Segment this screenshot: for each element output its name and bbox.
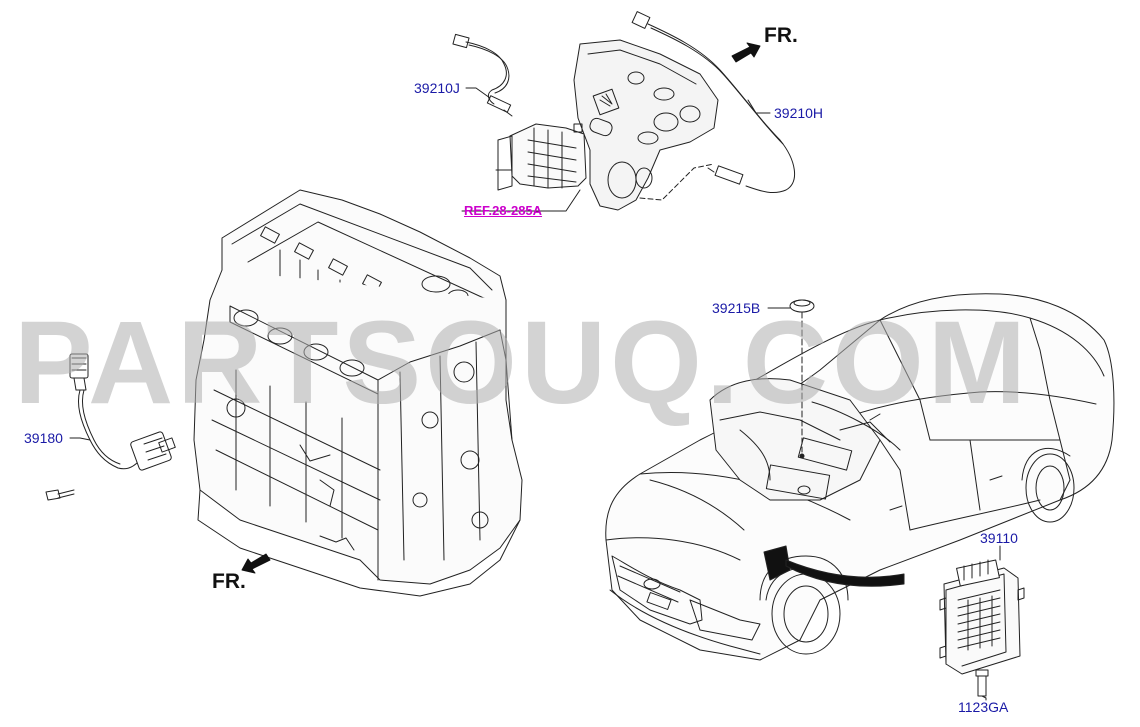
car-drawing [605, 293, 1115, 661]
part-label-39210J[interactable]: 39210J [414, 80, 460, 96]
oxygen-sensor-upstream-drawing [452, 33, 513, 117]
leader-lines [69, 87, 1001, 701]
direction-arrow-icon [731, 42, 761, 63]
oxygen-sensor-downstream-drawing [631, 11, 796, 193]
part-label-39215B[interactable]: 39215B [712, 300, 761, 316]
part-label-39210H[interactable]: 39210H [774, 105, 824, 121]
part-label-39110[interactable]: 39110 [980, 530, 1018, 546]
reference-link-28-285A[interactable]: REF.28-285A [464, 203, 543, 218]
front-direction-label-top: FR. [764, 24, 798, 47]
engine-block-drawing [193, 189, 523, 597]
direction-arrow-icon [241, 553, 271, 574]
grommet-drawing [789, 299, 815, 313]
part-label-1123GA[interactable]: 1123GA [958, 699, 1009, 715]
crank-sensor-drawing [45, 353, 176, 501]
front-direction-label-bottom: FR. [212, 570, 246, 593]
ecu-drawing [939, 559, 1025, 697]
part-label-39180[interactable]: 39180 [24, 430, 63, 446]
exhaust-manifold-drawing [495, 39, 719, 211]
